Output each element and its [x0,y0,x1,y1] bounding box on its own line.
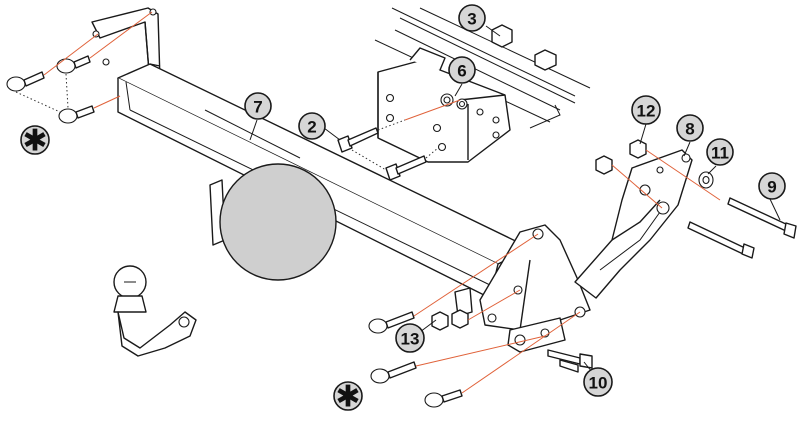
callout-8: 8 [676,114,704,142]
tow-ball-neck [113,265,197,357]
callout-7: 7 [244,92,272,120]
callout-7-label: 7 [253,98,262,117]
bolt-2 [337,119,439,181]
bottom-fasteners [368,309,469,408]
callout-8-label: 8 [685,120,694,139]
callout-6-label: 6 [457,62,466,81]
star-bottom-label: ✱ [335,380,360,415]
callout-11: 11 [706,138,734,166]
vehicle-chassis-rails [374,7,591,129]
callout-13: 13 [395,323,425,353]
callout-2-label: 2 [307,118,316,137]
callout-3: 3 [458,4,486,32]
callout-10: 10 [583,367,613,397]
callout-13-label: 13 [401,330,420,349]
callout-10-label: 10 [589,374,608,393]
callout-12: 12 [631,95,661,125]
callout-2: 2 [298,112,326,140]
washer-11 [698,171,714,189]
callout-12-label: 12 [637,102,656,121]
callout-6: 6 [448,56,476,84]
callout-9: 9 [758,172,786,200]
side-arm-part-8 [574,149,693,299]
callout-11-label: 11 [711,144,729,163]
callout-star-top: ✱ [20,124,50,159]
bracket-nuts [440,24,557,110]
chassis-mounting-bracket [377,47,511,163]
tow-ball-placeholder-disc [219,163,337,281]
star-top-label: ✱ [22,124,47,159]
callout-star-bottom: ✱ [333,380,363,415]
nut-12 [595,139,647,175]
callout-9-label: 9 [767,178,776,197]
assembly-guide-lines [43,11,721,394]
callout-3-label: 3 [467,10,476,29]
bolts-9 [687,197,797,259]
top-left-fasteners [6,55,95,124]
bolts-10 [547,349,593,373]
right-end-bracket [454,224,591,353]
